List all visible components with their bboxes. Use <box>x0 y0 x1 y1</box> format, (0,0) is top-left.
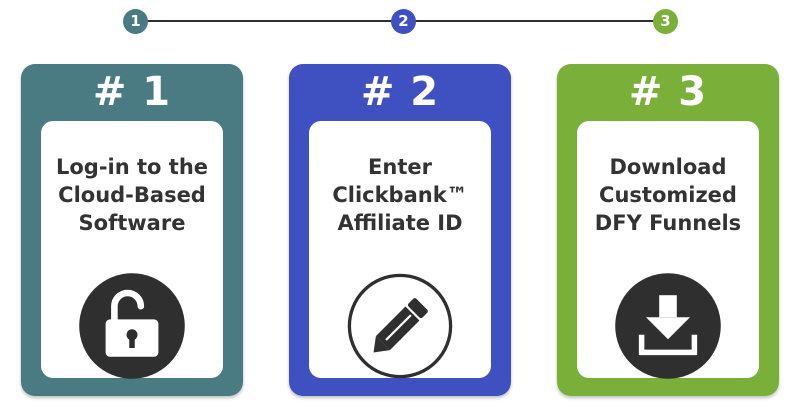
step-text-line: Download <box>609 155 727 179</box>
step-indicator-1: 1 <box>123 9 148 34</box>
step-description: Enter Clickbank™ Affiliate ID <box>309 153 491 237</box>
step-text-line: Software <box>78 211 186 235</box>
step-card-body: Log-in to the Cloud-Based Software <box>41 121 223 381</box>
step-text-line: Log-in to the <box>55 155 209 179</box>
step-text-line: Customized <box>599 183 737 207</box>
step-text-line: Clickbank™ <box>332 183 468 207</box>
step-description: Download Customized DFY Funnels <box>577 153 759 237</box>
step-card-3: # 3 Download Customized DFY Funnels <box>557 64 779 396</box>
step-number: # 3 <box>628 69 708 115</box>
step-card-1: # 1 Log-in to the Cloud-Based Software <box>21 64 243 396</box>
pencil-icon <box>345 271 455 381</box>
step-indicator-2: 2 <box>391 9 416 34</box>
download-icon <box>613 271 723 381</box>
step-number: # 2 <box>360 69 440 115</box>
step-card-2: # 2 Enter Clickbank™ Affiliate ID <box>289 64 511 396</box>
step-description: Log-in to the Cloud-Based Software <box>41 153 223 237</box>
step-number: # 1 <box>92 69 172 115</box>
step-text-line: Enter <box>368 155 432 179</box>
step-text-line: DFY Funnels <box>594 211 742 235</box>
step-card-body: Enter Clickbank™ Affiliate ID <box>309 121 491 381</box>
step-card-body: Download Customized DFY Funnels <box>577 121 759 381</box>
step-text-line: Cloud-Based <box>58 183 206 207</box>
step-indicator-3: 3 <box>653 9 678 34</box>
unlock-icon <box>77 271 187 381</box>
step-text-line: Affiliate ID <box>337 211 463 235</box>
